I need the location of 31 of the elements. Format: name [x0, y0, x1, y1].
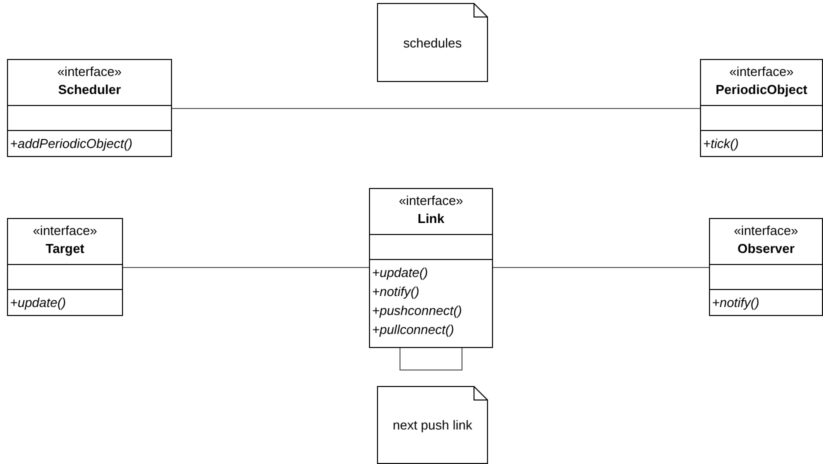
class-name: PeriodicObject: [714, 81, 808, 99]
self-association-line: [400, 348, 462, 370]
note-text: schedules: [402, 35, 463, 50]
note-text: next push link: [392, 418, 474, 432]
method-name: +notify(): [711, 294, 760, 312]
class-name: Target: [44, 240, 86, 258]
stereotype-label: «interface»: [56, 63, 123, 81]
stereotype-label: «interface»: [728, 63, 795, 81]
association-line: [172, 108, 700, 109]
method-name: +update(): [371, 264, 430, 282]
class-box: [7, 59, 172, 157]
method-name: +addPeriodicObject(): [9, 135, 134, 153]
method-name: +pushconnect(): [371, 302, 463, 320]
class-name: Link: [416, 210, 446, 228]
class-name: Scheduler: [57, 81, 122, 99]
note-box: [377, 3, 488, 82]
note-box: [377, 386, 488, 464]
method-name: +pullconnect(): [371, 321, 456, 339]
stereotype-label: «interface»: [732, 222, 800, 240]
class-name: Observer: [736, 240, 796, 258]
class-box: [709, 218, 823, 316]
method-name: +tick(): [702, 135, 740, 153]
stereotype-label: «interface»: [32, 222, 98, 240]
association-line: [492, 267, 710, 268]
method-name: +notify(): [371, 283, 420, 301]
class-box: [7, 218, 123, 316]
class-box: [369, 188, 493, 348]
stereotype-label: «interface»: [398, 192, 464, 210]
association-line: [122, 267, 370, 268]
method-name: +update(): [9, 294, 68, 312]
class-box: [700, 59, 823, 157]
